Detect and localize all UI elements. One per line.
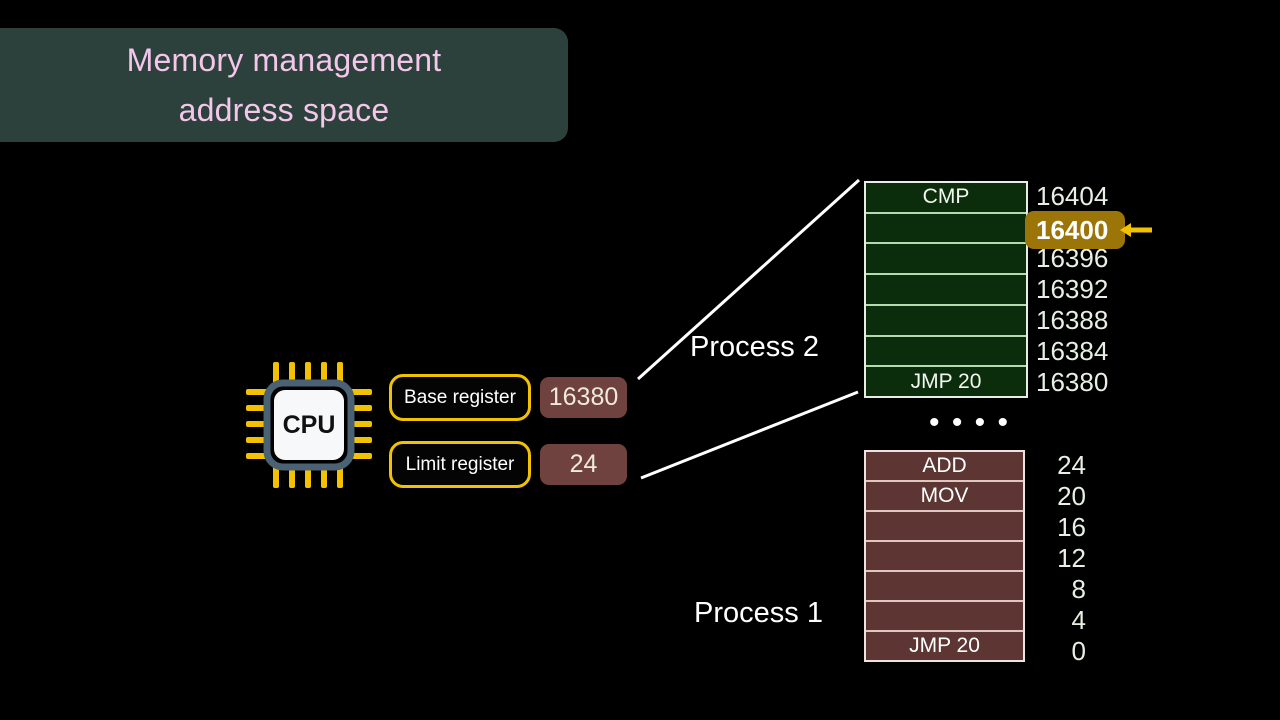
address-label: 16384 [1036,336,1109,366]
address-label: 16404 [1036,181,1109,211]
process2-label: Process 2 [690,331,819,363]
title-line-2: address space [178,92,390,128]
memory-cell[interactable] [866,214,1026,245]
ellipsis-dots: • • • • [929,406,1011,439]
limit-register-box[interactable]: Limit register [389,441,531,488]
memory-cell[interactable]: MOV [866,482,1023,512]
address-label: 12 [1057,543,1086,573]
highlight-arrow-icon [1120,223,1152,237]
memory-cell[interactable] [866,512,1023,542]
address-label: 24 [1057,450,1086,480]
limit-register-value: 24 [569,450,598,478]
memory-cell[interactable] [866,337,1026,368]
memory-cell[interactable]: JMP 20 [909,634,980,657]
address-label: 16392 [1036,274,1109,304]
process1-connector-line [640,390,859,480]
process2-address-column: 16404 16400 16396 16392 16388 16384 1638… [1036,181,1146,398]
memory-cell[interactable]: JMP 20 [910,369,982,393]
address-label: 16380 [1036,367,1109,397]
process2-memory-block: CMP JMP 20 [864,181,1028,398]
title-card: Memory management address space [0,28,568,142]
highlighted-address-pill [1025,211,1125,249]
process1-memory-block: ADD MOV JMP 20 [864,450,1025,662]
address-label: 20 [1057,481,1086,511]
address-label: 8 [1071,574,1086,604]
highlighted-address-label: 16400 [1036,214,1109,245]
base-register-value-box[interactable]: 16380 [540,377,627,418]
memory-cell[interactable] [866,244,1026,276]
memory-cell[interactable] [866,306,1026,337]
title-line-1: Memory management [126,42,442,78]
base-register-value: 16380 [548,383,619,411]
base-register-label: Base register [404,386,516,408]
memory-cell[interactable]: CMP [866,183,1026,214]
base-register-box[interactable]: Base register [389,374,531,421]
address-label: 16388 [1036,305,1109,335]
address-label: 4 [1071,605,1086,635]
cpu-icon: CPU [244,360,374,490]
limit-register-value-box[interactable]: 24 [540,444,627,485]
memory-cell[interactable] [866,542,1023,572]
process1-address-column: 24 20 16 12 8 4 0 [1036,450,1086,666]
memory-cell[interactable] [866,602,1023,632]
address-label: 0 [1071,636,1086,666]
address-label: 16 [1057,512,1086,542]
limit-register-label: Limit register [405,453,515,475]
memory-cell[interactable] [866,275,1026,306]
process1-label: Process 1 [694,597,823,629]
memory-cell[interactable]: ADD [866,452,1023,482]
memory-cell[interactable] [866,572,1023,602]
cpu-icon-label: CPU [283,411,336,439]
